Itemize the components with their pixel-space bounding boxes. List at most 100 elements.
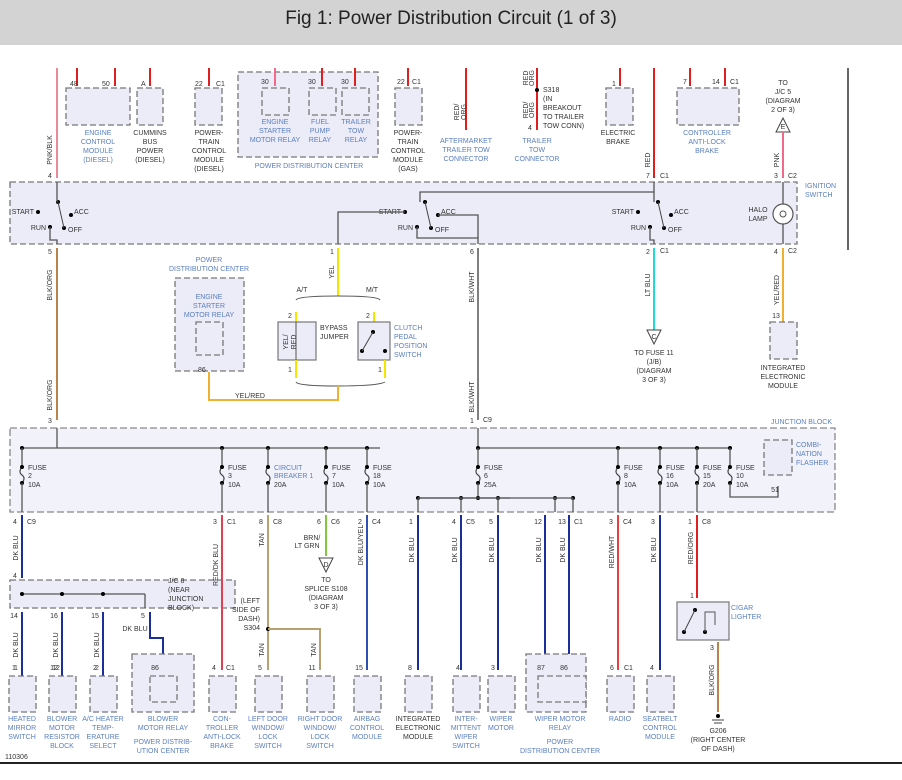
fuse-number: 2 (28, 473, 32, 480)
s304-label: SIDE OF (232, 607, 260, 614)
pdc-wiper-label: POWER (547, 739, 573, 746)
junction-dot (616, 465, 620, 469)
trailer-tow-connector-label: CONNECTOR (515, 156, 560, 163)
electric-brake-label: ELECTRIC (601, 130, 636, 137)
wire-label: BLK/ORG (47, 269, 54, 300)
to-s108-label: (DIAGRAM (309, 595, 344, 602)
pin-label: 30 (261, 79, 269, 86)
pin-label: 4 (48, 173, 52, 180)
fuse-icon (657, 466, 663, 484)
halo-label: LAMP (748, 216, 767, 223)
fuse-icon (19, 466, 25, 484)
fuse-label: FUSE (666, 465, 685, 472)
halo-lamp-icon (772, 203, 794, 225)
connector-label: C6 (331, 519, 340, 526)
junction-dot (266, 465, 270, 469)
figure-title: Fig 1: Power Distribution Circuit (1 of … (285, 8, 617, 29)
airbag-module-label: MODULE (352, 734, 382, 741)
junction-dot (20, 465, 24, 469)
pin-label: 86 (560, 665, 568, 672)
junction-dot (383, 349, 387, 353)
clutch-switch-label: POSITION (394, 343, 427, 350)
bracket-bottom (295, 381, 386, 387)
ign-run-label: RUN (31, 225, 46, 232)
fuse-number: 6 (484, 473, 488, 480)
pcm-diesel-label: (DIESEL) (194, 166, 224, 173)
airbag-module (353, 675, 382, 713)
wire-label: ORG (461, 104, 468, 120)
ground-g206 (716, 714, 720, 718)
esmr-mid-label: ENGINE (196, 294, 223, 301)
wire-label: DK BLU/YEL (358, 525, 365, 566)
to-s108-label: 3 OF 3) (314, 604, 338, 611)
controller-anti-lock-bottom (208, 675, 237, 713)
junction-dot (669, 213, 673, 217)
pdc-blower-label: UTION CENTER (137, 748, 190, 755)
iem-bottom (404, 675, 433, 713)
iem-bottom-label: INTEGRATED (396, 716, 441, 723)
esmr-mid-label: MOTOR RELAY (184, 312, 235, 319)
junction-dot (476, 465, 480, 469)
fuse-label: FUSE (736, 465, 755, 472)
mt-label: M/T (366, 287, 379, 294)
connector-label: C8 (273, 519, 282, 526)
wire-label: DK BLU (13, 632, 20, 657)
fuse-number: 3 (228, 473, 232, 480)
trailer-tow-connector-label: TRAILER (522, 138, 552, 145)
bracket-top (295, 295, 381, 301)
connector-label: C9 (27, 519, 36, 526)
to-fuse11-label: TO FUSE 11 (634, 350, 674, 357)
cab-label: BRAKE (695, 148, 719, 155)
blower-motor-relay-label: BLOWER (148, 716, 178, 723)
pin-label: 1 (288, 367, 292, 374)
wire-label: DK BLU (452, 537, 459, 562)
controller-anti-lock-bottom-label: ANTI-LOCK (203, 734, 241, 741)
trailer-tow-relay-label: RELAY (345, 137, 368, 144)
pin-label: 15 (91, 613, 99, 620)
clutch-switch-label: PEDAL (394, 334, 417, 341)
offpage-d-icon (318, 557, 334, 574)
iem-top-label: INTEGRATED (761, 365, 806, 372)
wire (419, 191, 654, 202)
pin-label: 6 (317, 519, 321, 526)
blower-motor-relay-label: MOTOR RELAY (138, 725, 189, 732)
pin-label: 3 (491, 665, 495, 672)
fuse-number: 7 (332, 473, 336, 480)
pcm-gas-label: MODULE (393, 157, 423, 164)
jc8-label: J/C 8 (168, 578, 184, 585)
fuse-label: FUSE (373, 465, 392, 472)
pin-label: 1 (330, 249, 334, 256)
pin-label: 2 (646, 249, 650, 256)
wire-label: LT GRN (294, 543, 319, 550)
pin-label: 12 (52, 665, 60, 672)
pin-label: A (141, 81, 146, 88)
fuse-label: FUSE (332, 465, 351, 472)
switch-arm (683, 609, 696, 633)
ign-off-label: OFF (668, 227, 682, 234)
breaker-label: BREAKER 1 (274, 473, 313, 480)
trailer-tow-connector-label: TOW (529, 147, 546, 154)
figure-id: 110306 (5, 754, 28, 761)
switch-arm (424, 201, 432, 229)
esmr-label: ENGINE (262, 119, 289, 126)
pin-label: 50 (102, 81, 110, 88)
right-door-switch-label: LOCK (310, 734, 329, 741)
pin-label: 15 (355, 665, 363, 672)
blower-motor-resistor-label: MOTOR (49, 725, 75, 732)
wire-label: DK BLU (94, 632, 101, 657)
switch-arm (361, 331, 374, 352)
pin-label: 12 (50, 665, 58, 672)
pin-label: 3 (609, 519, 613, 526)
fuse-label: FUSE (703, 465, 722, 472)
ground-label: OF DASH) (701, 746, 734, 753)
ign-start-label: START (12, 209, 35, 216)
pin-label: 4 (456, 665, 460, 672)
pin-label: 4 (212, 665, 216, 672)
pdc-label: POWER DISTRIBUTION CENTER (255, 163, 364, 170)
left-door-switch (254, 675, 283, 713)
wire-label: YEL/ (283, 334, 290, 349)
cummins-label: BUS (143, 139, 158, 146)
clutch-switch-box (357, 321, 391, 361)
pin-label: 8 (408, 665, 412, 672)
airbag-module-label: AIRBAG (354, 716, 380, 723)
